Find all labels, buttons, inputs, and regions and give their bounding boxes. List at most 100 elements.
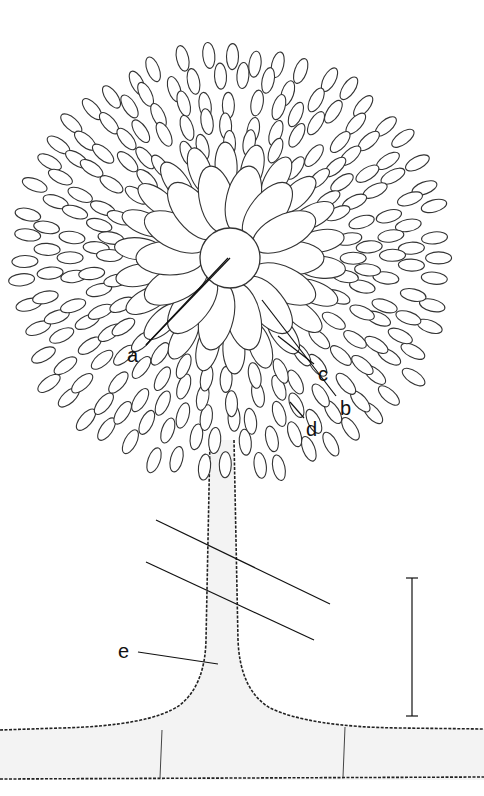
cell [252, 452, 268, 479]
cell [129, 117, 154, 145]
cell [29, 344, 58, 367]
cell [249, 89, 265, 117]
leader-line [138, 652, 218, 664]
cell [110, 342, 137, 369]
cell [8, 272, 35, 287]
cell [225, 391, 237, 417]
cell [333, 370, 359, 397]
leader-line [278, 336, 314, 364]
cell [58, 230, 85, 245]
cell [426, 252, 452, 264]
cell [31, 289, 59, 306]
break-line [156, 520, 330, 604]
cell [128, 386, 152, 414]
cell [151, 364, 174, 393]
cell [34, 243, 61, 256]
cell [61, 203, 89, 222]
cell [174, 89, 193, 117]
cell [349, 352, 377, 378]
cell [291, 57, 311, 86]
cell [243, 408, 258, 435]
cell [321, 98, 346, 126]
cell [421, 231, 448, 246]
cell [136, 408, 158, 437]
cell [143, 55, 164, 84]
cell [304, 109, 328, 137]
cell [309, 381, 333, 409]
leader-line [146, 258, 228, 345]
cell [109, 315, 137, 339]
leader-line [262, 300, 336, 396]
cell [270, 400, 289, 428]
cell [57, 252, 83, 264]
cell [399, 286, 427, 303]
part-letter: c [318, 364, 328, 384]
cell [20, 175, 49, 196]
cell [91, 390, 117, 418]
cell [105, 369, 131, 397]
cell [86, 301, 115, 322]
cell [168, 445, 186, 473]
cell [153, 120, 176, 149]
cell [301, 142, 327, 170]
cell [174, 401, 193, 429]
cell [398, 259, 424, 272]
cell [78, 266, 105, 281]
cell [386, 325, 415, 347]
cell [33, 219, 61, 235]
cell [340, 252, 366, 264]
cell [354, 263, 381, 277]
cell [341, 327, 369, 352]
cell [305, 86, 328, 115]
cell [202, 42, 217, 69]
scale-bar [406, 715, 418, 716]
cell [389, 126, 417, 151]
part-letter: b [340, 398, 351, 418]
cell [97, 172, 125, 196]
scale-bar [406, 577, 418, 578]
cell [320, 309, 348, 333]
cell [337, 74, 361, 102]
cell [185, 67, 202, 95]
cell [394, 308, 423, 328]
conidial-head [8, 42, 452, 482]
cell [68, 370, 95, 396]
cell [270, 357, 291, 386]
cell [286, 121, 309, 150]
annotations [138, 258, 418, 716]
cell [375, 207, 403, 225]
cell [117, 92, 141, 120]
cell [12, 255, 38, 267]
cell [59, 296, 87, 315]
cell [119, 427, 142, 456]
cell [236, 62, 250, 89]
cell [99, 83, 124, 111]
cell [320, 430, 343, 459]
cell [197, 453, 212, 480]
cell [214, 63, 227, 90]
cell [208, 427, 222, 454]
part-letter: a [127, 345, 138, 365]
cell [327, 342, 354, 368]
cell [403, 152, 432, 175]
cell [66, 184, 95, 205]
cell [47, 324, 76, 346]
cell [14, 206, 42, 223]
cell [270, 454, 287, 482]
leader-line [146, 258, 230, 345]
cell [286, 391, 307, 420]
cell [347, 213, 375, 232]
part-letter: e [118, 641, 129, 661]
cell [421, 271, 448, 286]
cell [144, 446, 164, 475]
part-letter: d [306, 419, 317, 439]
cell [375, 382, 402, 408]
cell [110, 399, 134, 427]
cell [46, 166, 75, 188]
cell [285, 420, 305, 449]
cell [348, 302, 377, 323]
scale-bar [411, 578, 412, 716]
cell [199, 108, 215, 136]
cell [269, 93, 288, 121]
